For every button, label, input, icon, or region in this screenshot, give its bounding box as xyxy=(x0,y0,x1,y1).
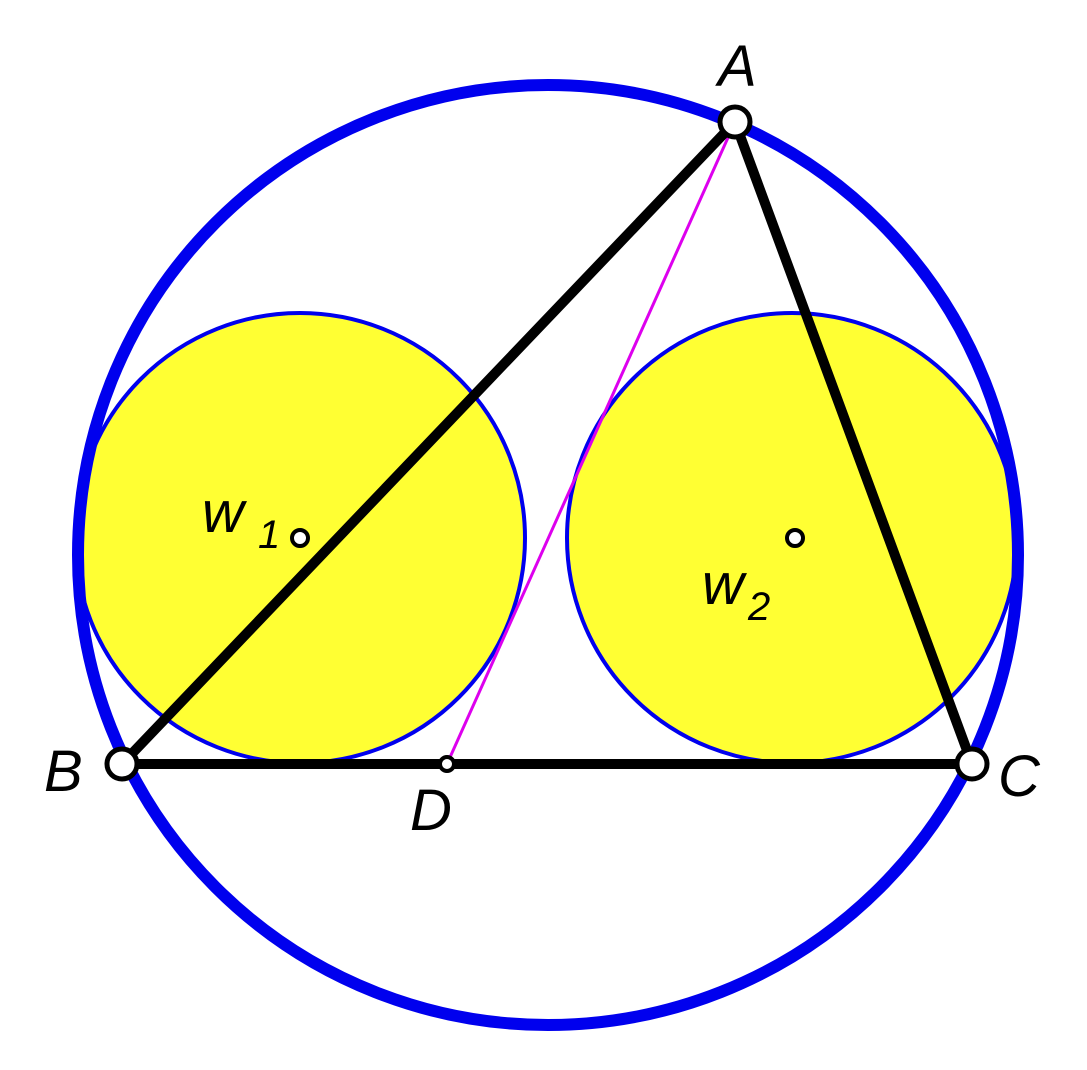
below-bc-outline-mask xyxy=(80,766,1010,806)
label-w1-index: 1 xyxy=(258,513,280,557)
point-a xyxy=(717,104,753,140)
label-c: C xyxy=(998,744,1041,809)
point-c xyxy=(954,746,990,782)
below-bc-mask xyxy=(60,764,1030,1064)
point-b xyxy=(104,746,140,782)
label-b: B xyxy=(44,739,83,804)
label-a: A xyxy=(715,34,757,99)
segment-ab xyxy=(117,117,740,769)
center-w2 xyxy=(785,528,805,548)
label-w2: w xyxy=(702,552,747,617)
point-d xyxy=(438,755,456,773)
center-w1 xyxy=(290,528,310,548)
segment-ac xyxy=(730,117,977,769)
segment-ad xyxy=(445,121,737,765)
label-w1: w xyxy=(202,480,247,545)
label-w2-index: 2 xyxy=(747,585,770,629)
circumcircle xyxy=(72,79,1024,1031)
label-d: D xyxy=(410,778,452,843)
